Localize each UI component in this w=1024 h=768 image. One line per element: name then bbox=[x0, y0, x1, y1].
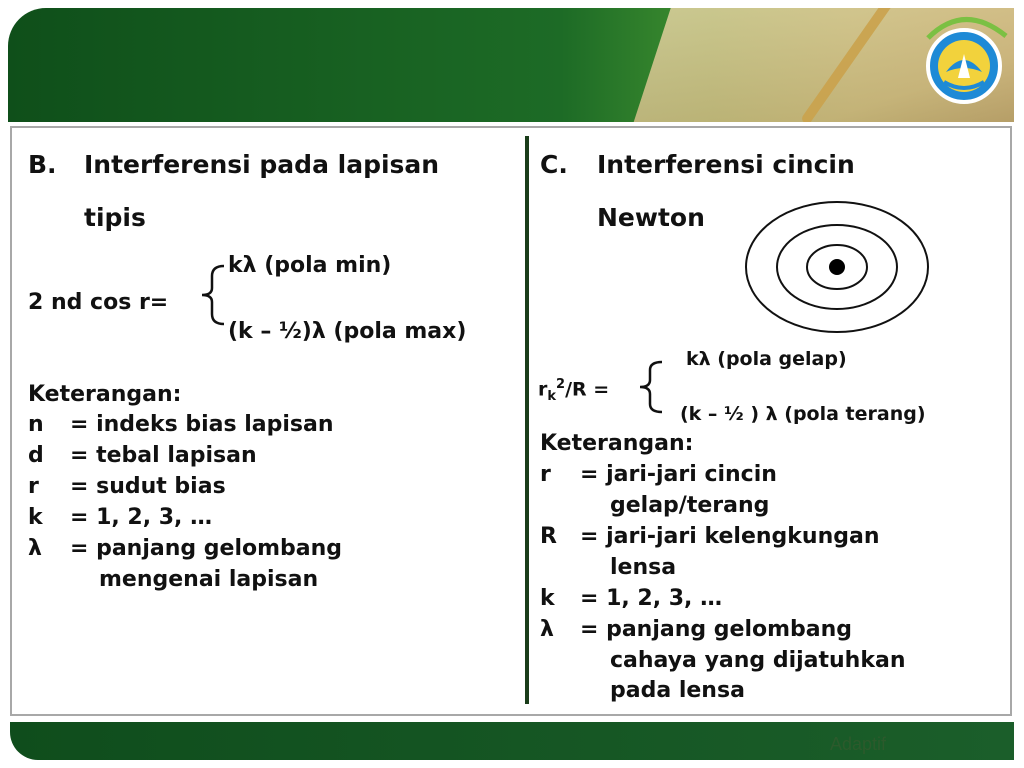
right-item-lambda-cont: cahaya yang dijatuhkan bbox=[610, 648, 906, 673]
right-item-k-symbol: k bbox=[540, 586, 555, 611]
section-c-title-line2: Newton bbox=[597, 203, 705, 232]
formula-lhs-right: rk2/R = bbox=[538, 377, 610, 405]
section-c-letter: C. bbox=[540, 150, 568, 179]
newton-ring-inner bbox=[806, 244, 868, 290]
left-item-n-symbol: n bbox=[28, 412, 44, 437]
formula-case-bright: (k – ½ ) λ (pola terang) bbox=[680, 403, 926, 425]
right-item-k-desc: = 1, 2, 3, … bbox=[580, 586, 723, 611]
left-item-lambda-desc: = panjang gelombang bbox=[70, 536, 343, 561]
right-keterangan-title: Keterangan: bbox=[540, 431, 694, 456]
left-item-lambda-cont: mengenai lapisan bbox=[99, 567, 319, 592]
left-item-r-desc: = sudut bias bbox=[70, 474, 226, 499]
right-item-R-desc: = jari-jari kelengkungan bbox=[580, 524, 880, 549]
newton-rings-diagram bbox=[745, 201, 929, 333]
right-item-R-symbol: R bbox=[540, 524, 557, 549]
left-item-d-symbol: d bbox=[28, 443, 44, 468]
right-brace-icon bbox=[639, 360, 663, 414]
section-c-title-line1: Interferensi cincin bbox=[597, 150, 855, 179]
footer-label: Adaptif bbox=[830, 734, 887, 754]
newton-ring-middle bbox=[776, 224, 898, 310]
header-banner bbox=[8, 8, 1014, 122]
left-item-k-desc: = 1, 2, 3, … bbox=[70, 505, 213, 530]
section-b-title-line2: tipis bbox=[84, 203, 146, 232]
right-item-lambda-cont2: pada lensa bbox=[610, 678, 745, 703]
right-item-R-cont: lensa bbox=[610, 555, 677, 580]
formula-case-max: (k – ½)λ (pola max) bbox=[228, 319, 467, 344]
formula-case-dark: kλ (pola gelap) bbox=[686, 348, 847, 370]
newton-ring-outer bbox=[745, 201, 929, 333]
left-item-lambda-symbol: λ bbox=[28, 536, 42, 561]
right-item-lambda-desc: = panjang gelombang bbox=[580, 617, 853, 642]
footer-bar bbox=[10, 722, 1014, 760]
right-item-lambda-symbol: λ bbox=[540, 617, 554, 642]
right-item-r-cont: gelap/terang bbox=[610, 493, 770, 518]
section-b-title-line1: Interferensi pada lapisan bbox=[84, 150, 440, 179]
section-b-letter: B. bbox=[28, 150, 57, 179]
column-divider bbox=[525, 136, 529, 704]
left-item-k-symbol: k bbox=[28, 505, 43, 530]
left-item-d-desc: = tebal lapisan bbox=[70, 443, 257, 468]
left-item-n-desc: = indeks bias lapisan bbox=[70, 412, 334, 437]
left-keterangan-title: Keterangan: bbox=[28, 382, 182, 407]
right-item-r-desc: = jari-jari cincin bbox=[580, 462, 777, 487]
tut-wuri-handayani-logo-icon bbox=[926, 17, 1008, 104]
right-item-r-symbol: r bbox=[540, 462, 551, 487]
newton-ring-center bbox=[829, 259, 845, 275]
left-item-r-symbol: r bbox=[28, 474, 39, 499]
formula-lhs-left: 2 nd cos r= bbox=[28, 290, 169, 315]
formula-case-min: kλ (pola min) bbox=[228, 253, 392, 278]
left-brace-icon bbox=[201, 264, 225, 326]
